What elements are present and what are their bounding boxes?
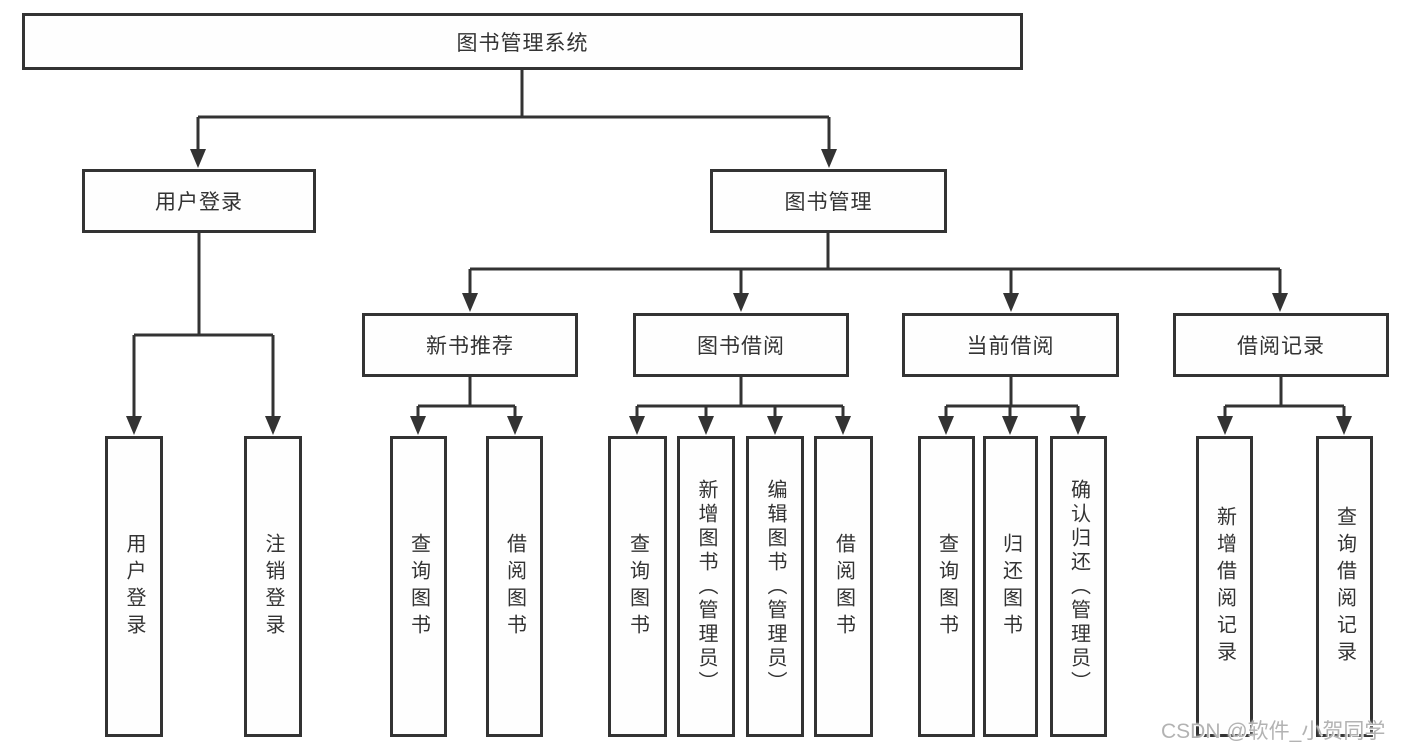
leaf-confirm-return-admin: 确认归还（管理员） bbox=[1050, 436, 1107, 737]
leaf-label: 归还图书 bbox=[999, 532, 1022, 641]
leaf-label: 编辑图书（管理员） bbox=[764, 478, 786, 695]
leaf-edit-book-admin: 编辑图书（管理员） bbox=[746, 436, 804, 737]
leaf-user-login: 用户登录 bbox=[105, 436, 163, 737]
node-label: 借阅记录 bbox=[1237, 335, 1325, 358]
node-book-management: 图书管理 bbox=[710, 169, 947, 233]
leaf-borrow-books: 借阅图书 bbox=[814, 436, 873, 737]
leaf-logout: 注销登录 bbox=[244, 436, 302, 737]
leaf-query-borrow-record: 查询借阅记录 bbox=[1316, 436, 1373, 737]
leaf-label: 确认归还（管理员） bbox=[1067, 478, 1090, 695]
leaf-label: 查询图书 bbox=[626, 532, 649, 641]
leaf-label: 用户登录 bbox=[123, 532, 145, 641]
node-book-borrowing: 图书借阅 bbox=[633, 313, 849, 377]
leaf-query-books-borrowing: 查询图书 bbox=[608, 436, 667, 737]
leaf-query-books-recommend: 查询图书 bbox=[390, 436, 447, 737]
arrowheads bbox=[126, 149, 1352, 435]
leaf-label: 新增图书（管理员） bbox=[695, 478, 717, 695]
leaf-borrow-books-recommend: 借阅图书 bbox=[486, 436, 543, 737]
node-root-label: 图书管理系统 bbox=[456, 31, 589, 55]
tree-edges bbox=[132, 69, 1346, 417]
leaf-label: 借阅图书 bbox=[832, 532, 855, 641]
node-new-book-recommend: 新书推荐 bbox=[362, 313, 578, 377]
node-label: 图书借阅 bbox=[697, 335, 785, 358]
node-user-login-branch: 用户登录 bbox=[82, 169, 316, 233]
csdn-watermark: CSDN @软件_小贺同学 bbox=[1161, 720, 1386, 743]
leaf-label: 查询图书 bbox=[407, 532, 430, 641]
node-label: 图书管理 bbox=[784, 191, 873, 214]
leaf-label: 注销登录 bbox=[262, 532, 284, 641]
leaf-add-book-admin: 新增图书（管理员） bbox=[677, 436, 735, 737]
leaf-label: 新增借阅记录 bbox=[1213, 505, 1236, 668]
node-label: 新书推荐 bbox=[426, 335, 514, 358]
node-label: 当前借阅 bbox=[966, 335, 1055, 358]
node-borrowing-records: 借阅记录 bbox=[1173, 313, 1389, 377]
leaf-query-books-current: 查询图书 bbox=[918, 436, 975, 737]
leaf-label: 查询借阅记录 bbox=[1333, 505, 1356, 668]
node-root: 图书管理系统 bbox=[22, 13, 1023, 70]
leaf-return-book: 归还图书 bbox=[983, 436, 1038, 737]
node-current-borrowing: 当前借阅 bbox=[902, 313, 1119, 377]
leaf-label: 借阅图书 bbox=[503, 532, 526, 641]
node-label: 用户登录 bbox=[155, 191, 243, 214]
leaf-label: 查询图书 bbox=[935, 532, 958, 641]
leaf-add-borrow-record: 新增借阅记录 bbox=[1196, 436, 1253, 737]
